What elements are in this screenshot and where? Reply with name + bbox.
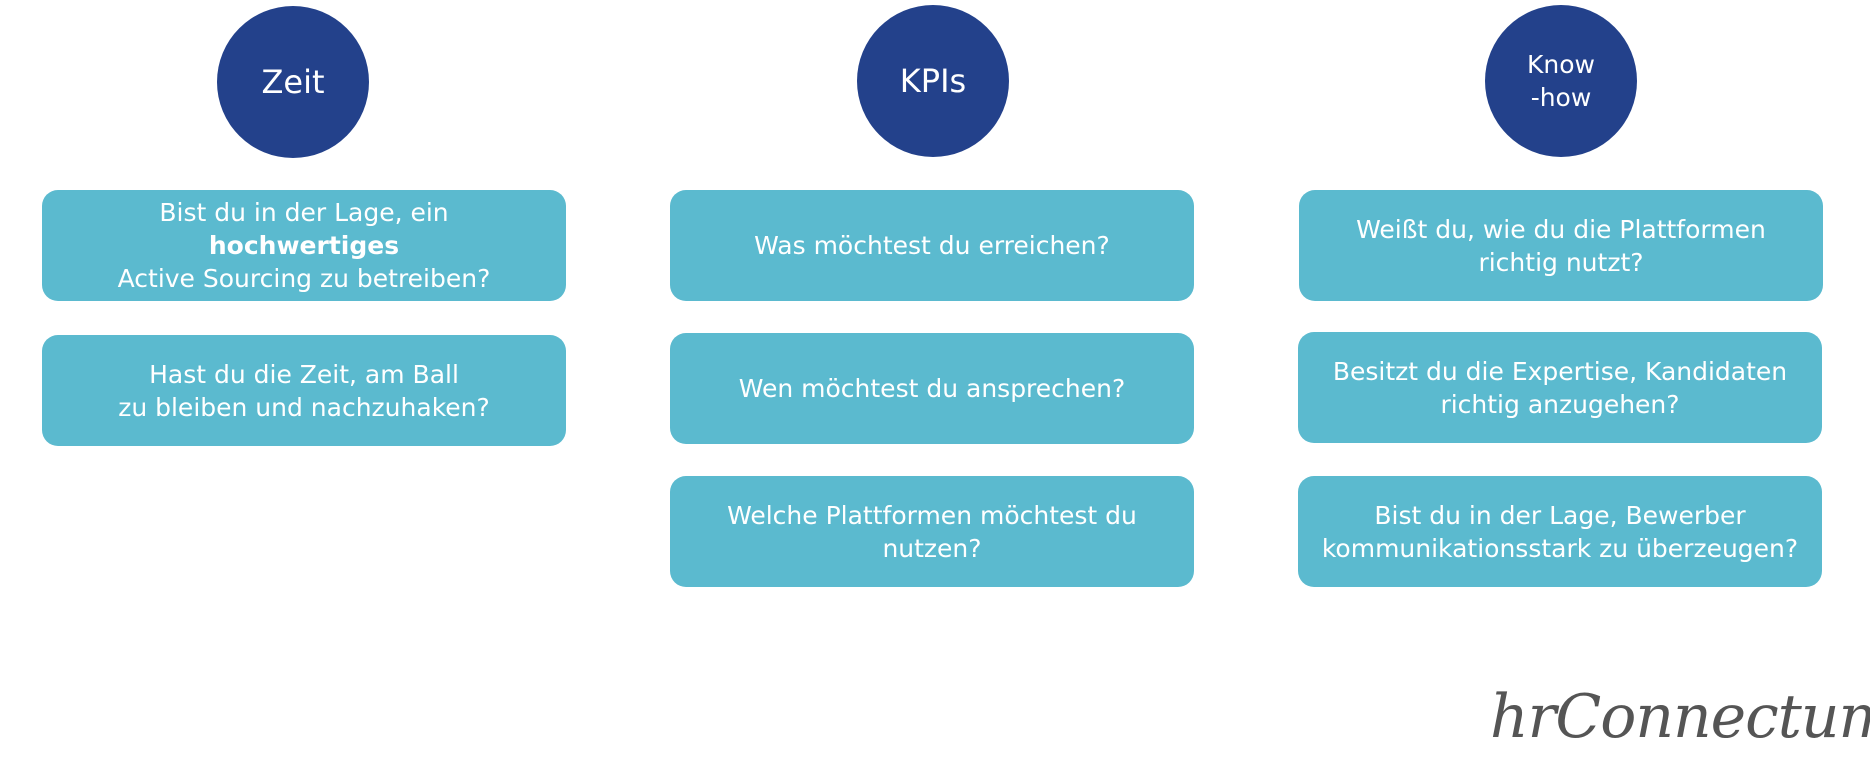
question-text-part: Bist du in der Lage, ein <box>159 198 449 227</box>
question-text: Bist du in der Lage, ein hochwertiges Ac… <box>62 196 546 295</box>
heading-label-knowhow: Know -how <box>1527 50 1595 112</box>
heading-circle-zeit: Zeit <box>217 6 369 158</box>
question-text: Wen möchtest du ansprechen? <box>739 372 1126 405</box>
question-box-zeit-1: Bist du in der Lage, ein hochwertiges Ac… <box>42 190 566 301</box>
question-line: Besitzt du die Expertise, Kandidaten <box>1332 356 1788 386</box>
question-line: nutzen? <box>882 533 982 563</box>
question-line: Hast du die Zeit, am Ball <box>149 359 459 389</box>
question-text: Bist du in der Lage, Bewerber kommunikat… <box>1322 499 1798 565</box>
question-box-kpis-3: Welche Plattformen möchtest du nutzen? <box>670 476 1194 587</box>
question-box-kpis-1: Was möchtest du erreichen? <box>670 190 1194 301</box>
question-box-kpis-2: Wen möchtest du ansprechen? <box>670 333 1194 444</box>
question-line: Bist du in der Lage, ein hochwertiges <box>62 196 546 262</box>
heading-label-kpis: KPIs <box>899 62 967 100</box>
question-box-zeit-2: Hast du die Zeit, am Ball zu bleiben und… <box>42 335 566 446</box>
question-box-knowhow-2: Besitzt du die Expertise, Kandidaten ric… <box>1298 332 1822 443</box>
heading-label-zeit: Zeit <box>261 63 325 101</box>
heading-circle-kpis: KPIs <box>857 5 1009 157</box>
question-line: kommunikationsstark zu überzeugen? <box>1321 533 1799 563</box>
question-text: Hast du die Zeit, am Ball zu bleiben und… <box>118 358 490 424</box>
question-line: zu bleiben und nachzuhaken? <box>118 392 490 422</box>
question-text: Weißt du, wie du die Plattformen richtig… <box>1356 213 1766 279</box>
question-text: Was möchtest du erreichen? <box>754 229 1110 262</box>
question-line: Welche Plattformen möchtest du <box>727 500 1137 530</box>
question-text: Besitzt du die Expertise, Kandidaten ric… <box>1333 355 1787 421</box>
question-line: Wen möchtest du ansprechen? <box>738 374 1126 403</box>
heading-circle-knowhow: Know -how <box>1485 5 1637 157</box>
hrconnectum-logo: hrConnectum. <box>1490 682 1870 752</box>
question-line: Weißt du, wie du die Plattformen <box>1356 214 1766 244</box>
question-line: Bist du in der Lage, Bewerber <box>1374 500 1746 530</box>
question-text: Welche Plattformen möchtest du nutzen? <box>727 499 1137 565</box>
question-line: Was möchtest du erreichen? <box>754 231 1110 260</box>
question-box-knowhow-3: Bist du in der Lage, Bewerber kommunikat… <box>1298 476 1822 587</box>
question-box-knowhow-1: Weißt du, wie du die Plattformen richtig… <box>1299 190 1823 301</box>
question-line: richtig anzugehen? <box>1440 389 1680 419</box>
question-line: richtig nutzt? <box>1478 247 1644 277</box>
question-line: Active Sourcing zu betreiben? <box>117 264 491 293</box>
question-text-bold: hochwertiges <box>208 231 400 260</box>
